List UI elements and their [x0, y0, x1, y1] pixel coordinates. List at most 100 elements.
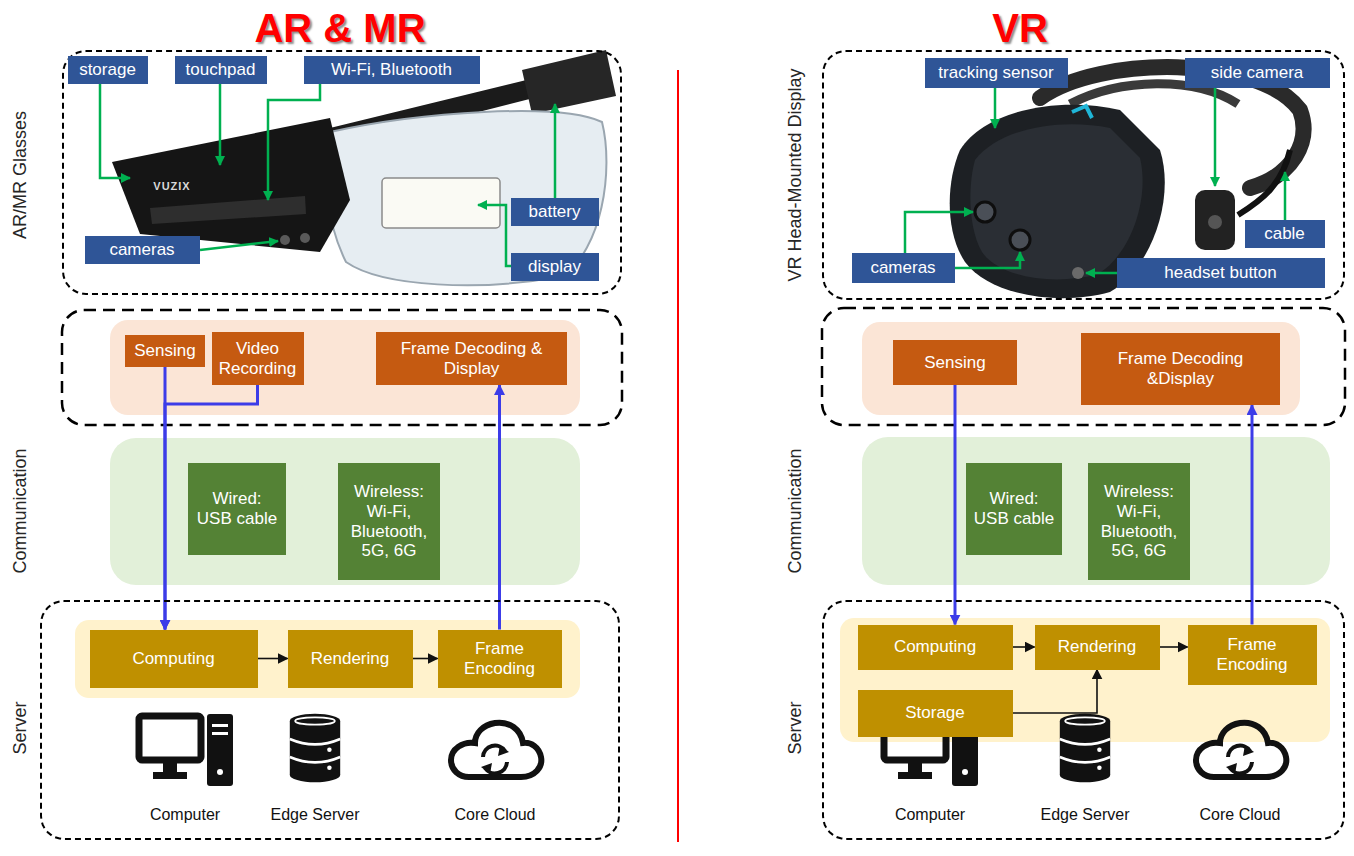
device-frame [62, 308, 1345, 425]
server-process-box: Computing [858, 625, 1013, 670]
server-process-box: Computing [90, 630, 258, 688]
node-text: Storage [905, 703, 965, 723]
node-text: side camera [1211, 63, 1304, 83]
glasses-illustration [280, 235, 290, 245]
callout-label: headset button [1117, 258, 1325, 288]
arrow-connector [1160, 646, 1188, 648]
headset-illustration [1208, 215, 1222, 229]
leader-arrow [994, 88, 997, 128]
callout-label: tracking sensor [925, 58, 1068, 88]
layer-band: CommunicationWired: USB cableWireless: W… [862, 437, 1330, 585]
side-label: Communication [785, 448, 806, 573]
link-box: Wired: USB cable [966, 463, 1062, 555]
icon-caption: Computer [150, 806, 220, 824]
node-text: Sensing [134, 341, 195, 361]
server-process-box: Rendering [1035, 625, 1160, 670]
node-text: Rendering [1058, 637, 1136, 657]
headset-illustration [970, 124, 1142, 279]
node-text: display [528, 257, 581, 277]
side-label: Server [9, 701, 30, 754]
arrow-connector [1013, 646, 1035, 648]
headset-illustration [1238, 150, 1290, 215]
node-text: Computing [894, 637, 976, 657]
arrow-connector [498, 385, 501, 630]
headset-illustration [1195, 190, 1235, 250]
link-box: Wired: USB cable [188, 463, 286, 555]
icon-caption: Edge Server [1041, 806, 1130, 824]
side-label: Communication [10, 448, 31, 573]
node-text: tracking sensor [938, 63, 1053, 83]
icon-caption: Core Cloud [455, 806, 536, 824]
leader-arrow [554, 104, 557, 198]
link-box: Wireless: Wi-Fi, Bluetooth, 5G, 6G [338, 463, 440, 580]
device-process-box: Video Recording [212, 332, 304, 385]
leader-arrow [268, 84, 320, 200]
layer-band: CommunicationWired: USB cableWireless: W… [110, 438, 580, 585]
node-text: battery [529, 202, 581, 222]
arrow-connector [1013, 670, 1098, 714]
node-text: Wired: USB cable [971, 489, 1057, 528]
node-text: storage [79, 60, 136, 80]
headset-illustration [1010, 230, 1030, 250]
panel-box: VR Head-Mounted Displaytracking sensorsi… [822, 50, 1345, 300]
node-text: Rendering [311, 649, 389, 669]
callout-label: display [511, 253, 599, 281]
glasses-illustration [382, 178, 500, 228]
link-box: Wireless: Wi-Fi, Bluetooth, 5G, 6G [1088, 463, 1190, 580]
headset-illustration [1072, 267, 1084, 279]
callout-label: Wi-Fi, Bluetooth [304, 56, 480, 84]
device-process-box: Sensing [893, 340, 1017, 385]
node-text: Sensing [924, 353, 985, 373]
node-text: Frame Encoding [1194, 635, 1311, 674]
layer-band [862, 322, 1300, 415]
layer-band [862, 437, 1330, 585]
icon-caption: Edge Server [271, 806, 360, 824]
callout-label: cable [1245, 220, 1325, 248]
callout-label: cameras [85, 236, 200, 264]
node-text: Video Recording [217, 339, 299, 378]
node-text: Wired: USB cable [193, 489, 281, 528]
panel-box: ServerComputingRenderingFrame EncodingSt… [822, 600, 1345, 840]
node-text: touchpad [186, 60, 256, 80]
server-icon [290, 714, 340, 782]
layer-band [110, 320, 580, 415]
server-icon [1060, 714, 1110, 782]
device-process-box: Frame Decoding &Display [1081, 333, 1280, 405]
panel-box: ServerComputingRenderingFrame Encoding [40, 600, 620, 840]
node-text: cameras [109, 240, 174, 260]
side-label: VR Head-Mounted Display [784, 68, 805, 281]
layer-band [110, 438, 580, 585]
node-text: headset button [1164, 263, 1276, 283]
leader-arrow [1086, 272, 1117, 275]
side-label: Server [784, 701, 805, 754]
title-heading: AR & MR [254, 6, 425, 50]
callout-label: side camera [1185, 58, 1330, 88]
node-text: cable [1264, 224, 1305, 244]
icon-caption: Core Cloud [1200, 806, 1281, 824]
node-text: Wireless: Wi-Fi, Bluetooth, 5G, 6G [1093, 482, 1185, 560]
icon-caption: Computer [895, 806, 965, 824]
divider-line [677, 70, 679, 842]
node-text: Computing [132, 649, 214, 669]
leader-arrow [478, 205, 511, 266]
headset-illustration [975, 202, 995, 222]
callout-label: battery [511, 198, 599, 226]
glasses-illustration [522, 50, 616, 114]
glasses-illustration [150, 196, 306, 224]
leader-arrow [100, 84, 130, 178]
device-frame [62, 310, 622, 425]
server-icon [451, 723, 541, 777]
panel-box: AR/MR GlassesstoragetouchpadWi-Fi, Bluet… [62, 50, 622, 295]
side-label: AR/MR Glasses [9, 110, 30, 238]
callout-label: cameras [852, 253, 955, 283]
server-icon [139, 714, 1286, 786]
arrow-connector [258, 658, 288, 660]
server-process-box: Storage [858, 690, 1013, 737]
leader-arrow [955, 252, 1020, 268]
node-text: Wireless: Wi-Fi, Bluetooth, 5G, 6G [343, 482, 435, 560]
leader-arrow [100, 84, 1285, 273]
node-text: Frame Decoding &Display [1086, 349, 1275, 388]
